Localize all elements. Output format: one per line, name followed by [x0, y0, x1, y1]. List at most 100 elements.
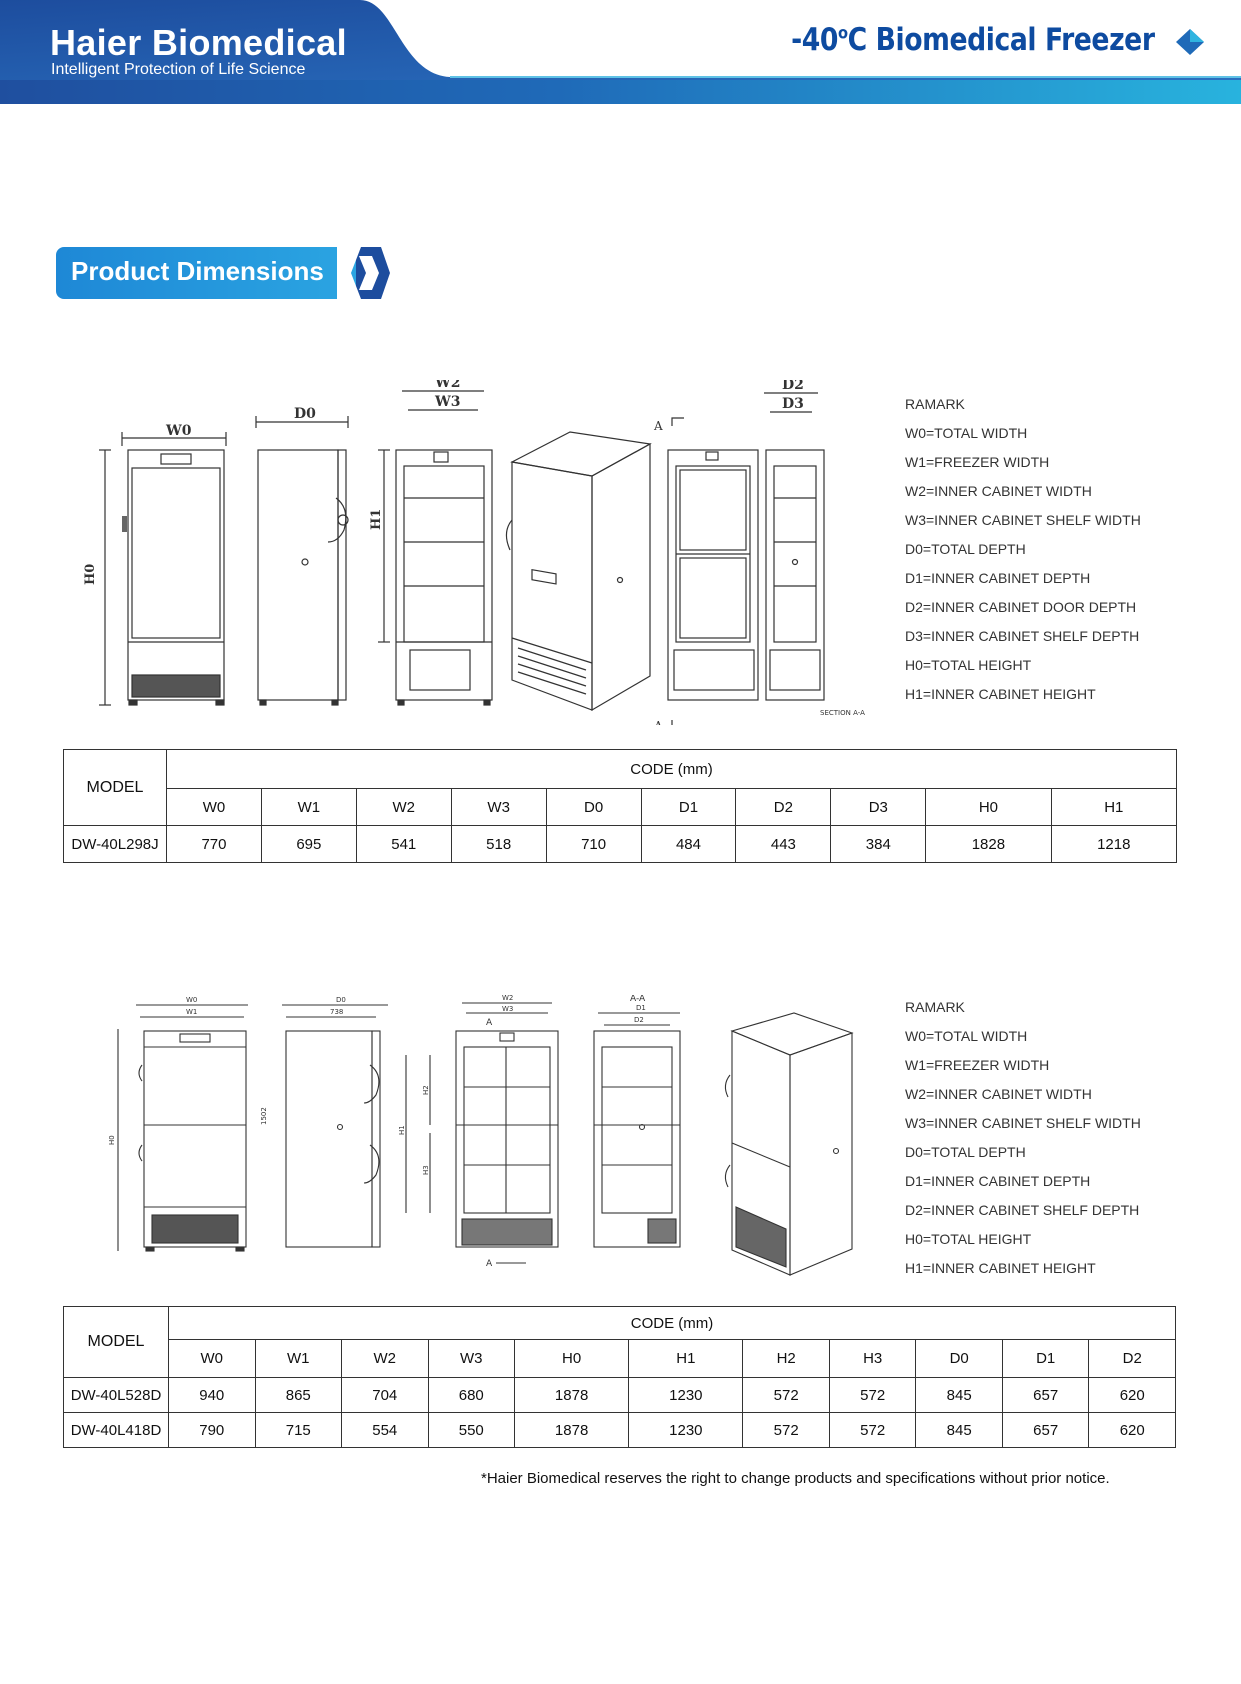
remark-w2: W2=INNER CABINET WIDTH	[905, 1086, 1092, 1102]
front-view: W0 W1 H0	[108, 996, 248, 1252]
value-cell: 845	[915, 1377, 1003, 1413]
value-cell: 384	[830, 825, 927, 863]
column-header: W0	[168, 1339, 256, 1378]
value-cell: 541	[355, 825, 452, 863]
column-header: W1	[260, 788, 357, 826]
remark-w3: W3=INNER CABINET SHELF WIDTH	[905, 1115, 1141, 1131]
column-header: D1	[1001, 1339, 1090, 1378]
column-header: H1	[1050, 788, 1178, 826]
label-h0: H0	[83, 564, 98, 585]
label-h0: H0	[108, 1135, 116, 1145]
remark-h0: H0=TOTAL HEIGHT	[905, 1231, 1032, 1247]
remark-w1: W1=FREEZER WIDTH	[905, 1057, 1050, 1073]
remark-w2: W2=INNER CABINET WIDTH	[905, 483, 1092, 499]
remarks-528d: RAMARK W0=TOTAL WIDTH W1=FREEZER WIDTH W…	[905, 993, 1141, 1283]
value-cell: 790	[168, 1412, 256, 1448]
chevron-right-icon	[359, 256, 379, 290]
column-header: H1	[628, 1339, 744, 1378]
column-header: D3	[830, 788, 927, 826]
code-header: CODE (mm)	[168, 1306, 1176, 1340]
remark-w3: W3=INNER CABINET SHELF WIDTH	[905, 512, 1141, 528]
value-cell: 572	[828, 1377, 917, 1413]
label-w1: W1	[186, 1008, 197, 1016]
column-header: H0	[925, 788, 1052, 826]
value-cell: 710	[545, 825, 642, 863]
dimension-drawing-528d: W0 W1 H0 D0 738 1502 W2 W3 A H1 H2	[108, 995, 854, 1276]
remark-d1: D1=INNER CABINET DEPTH	[905, 1173, 1091, 1189]
value-cell: 1878	[513, 1412, 630, 1448]
value-cell: 657	[1001, 1412, 1090, 1448]
value-cell: 1878	[513, 1377, 630, 1413]
value-cell: 1218	[1050, 825, 1178, 863]
value-cell: 715	[254, 1412, 342, 1448]
spec-table-528d-418d: MODEL CODE (mm) W0 W1 W2 W3 H0 H1 H2 H3 …	[63, 1306, 1176, 1448]
value-cell: 554	[341, 1412, 429, 1448]
column-header: D2	[1088, 1339, 1176, 1378]
value-cell: 680	[427, 1377, 515, 1413]
value-cell: 620	[1088, 1412, 1176, 1448]
label-d0-value: 738	[330, 1008, 343, 1016]
column-header: W3	[450, 788, 547, 826]
perspective-view	[724, 1012, 854, 1276]
disclaimer: *Haier Biomedical reserves the right to …	[481, 1470, 1110, 1487]
section-view: A-A D1 D2	[593, 995, 681, 1248]
value-cell: 1230	[628, 1377, 744, 1413]
column-header: H3	[828, 1339, 917, 1378]
remark-h1: H1=INNER CABINET HEIGHT	[905, 686, 1096, 702]
label-aa: A-A	[630, 995, 646, 1004]
remark-d0: D0=TOTAL DEPTH	[905, 1144, 1026, 1160]
value-cell: 865	[254, 1377, 342, 1413]
label-d0: D0	[336, 996, 346, 1004]
code-header: CODE (mm)	[166, 749, 1177, 789]
value-cell: 572	[742, 1377, 830, 1413]
value-cell: 572	[742, 1412, 830, 1448]
remark-d3: D3=INNER CABINET SHELF DEPTH	[905, 628, 1140, 644]
spec-table-298j: MODEL CODE (mm) W0 W1 W2 W3 D0 D1 D2 D3 …	[63, 749, 1178, 863]
remark-d2: D2=INNER CABINET SHELF DEPTH	[905, 1202, 1140, 1218]
label-h1: H1	[398, 1125, 406, 1135]
side-view: D0 738 1502	[260, 996, 388, 1248]
side-view: D0	[255, 406, 349, 706]
value-cell: 1828	[925, 825, 1052, 863]
label-d3: D3	[782, 396, 804, 412]
value-cell: 484	[640, 825, 737, 863]
label-d2: D2	[782, 380, 804, 393]
remark-w1: W1=FREEZER WIDTH	[905, 454, 1050, 470]
label-a-bottom: A	[486, 1259, 493, 1269]
label-a-top: A	[653, 419, 663, 433]
model-cell: DW-40L298J	[63, 825, 167, 863]
column-header: D0	[915, 1339, 1003, 1378]
column-header: W3	[427, 1339, 515, 1378]
label-d2: D2	[634, 1016, 644, 1024]
diagram-528d: W0 W1 H0 D0 738 1502 W2 W3 A H1 H2	[100, 995, 900, 1280]
value-cell: 443	[735, 825, 832, 863]
label-w0: W0	[186, 996, 197, 1004]
value-cell: 845	[915, 1412, 1003, 1448]
column-header: H0	[513, 1339, 630, 1378]
front-view: W0 H0	[83, 423, 227, 706]
product-title: -40oC Biomedical Freezer	[791, 22, 1156, 58]
remark-h1: H1=INNER CABINET HEIGHT	[905, 1260, 1096, 1276]
model-cell: DW-40L418D	[63, 1412, 169, 1448]
section-title: Product Dimensions	[71, 256, 324, 286]
dimension-drawing-298j: W0 H0 D0 W1 W2 W3 H1	[83, 380, 865, 725]
perspective-view	[505, 431, 652, 712]
column-header: D1	[640, 788, 737, 826]
value-cell: 518	[450, 825, 547, 863]
label-h2: H2	[422, 1085, 430, 1095]
label-section-aa: SECTION A-A	[820, 709, 865, 717]
remark-w0: W0=TOTAL WIDTH	[905, 425, 1028, 441]
column-header: D0	[545, 788, 642, 826]
value-cell: 620	[1088, 1377, 1176, 1413]
inner-front-view: W2 W3 A H1 H2 H3 A	[398, 995, 559, 1269]
value-cell: 695	[260, 825, 357, 863]
brand-tagline: Intelligent Protection of Life Science	[51, 61, 306, 78]
remark-w0: W0=TOTAL WIDTH	[905, 1028, 1028, 1044]
column-header: W2	[355, 788, 452, 826]
column-header: W0	[166, 788, 262, 826]
value-cell: 770	[166, 825, 262, 863]
remark-d1: D1=INNER CABINET DEPTH	[905, 570, 1091, 586]
column-header: H2	[742, 1339, 830, 1378]
label-a-bottom: A	[653, 719, 663, 725]
label-h3: H3	[422, 1165, 430, 1175]
